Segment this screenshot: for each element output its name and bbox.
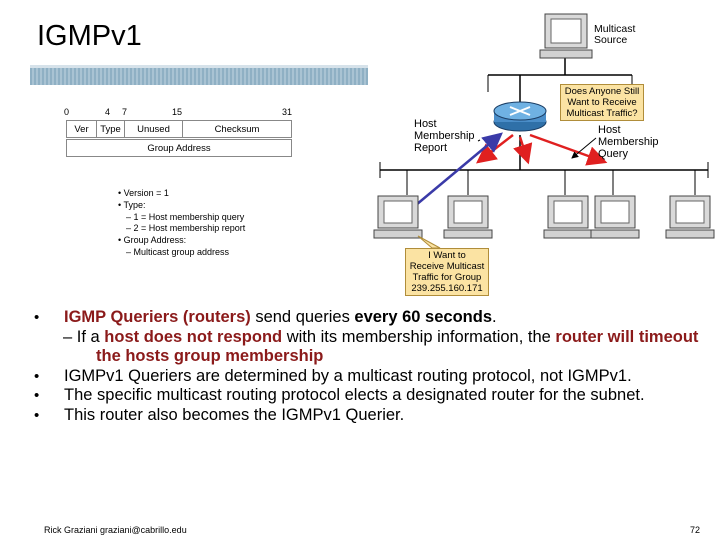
network-svg	[373, 13, 715, 249]
title-band-top	[30, 65, 368, 69]
legend-line: • Group Address:	[118, 235, 187, 246]
bullet-dot: •	[34, 387, 40, 404]
host-report-label: Host Membership Report	[414, 118, 475, 154]
bit-number: 7	[122, 107, 128, 117]
multicast-source-computer	[539, 13, 593, 59]
host-computer	[443, 195, 493, 239]
bullet-list: •IGMP Queriers (routers) send queries ev…	[34, 308, 714, 425]
bullet-item: •IGMPv1 Queriers are determined by a mul…	[34, 366, 632, 385]
router-icon	[493, 101, 547, 132]
bullet-dot: •	[34, 406, 40, 424]
network-diagram: Multicast Source Does Anyone Still Want …	[370, 10, 720, 300]
field-legend: • Version = 1 • Type: – 1 = Host members…	[118, 188, 245, 259]
bullet-item: •IGMP Queriers (routers) send queries ev…	[34, 308, 497, 326]
page-number: 72	[690, 525, 701, 535]
host-computer	[590, 195, 640, 239]
legend-line: – 2 = Host membership report	[126, 223, 246, 234]
title-band	[30, 68, 368, 85]
query-callout: Does Anyone Still Want to Receive Multic…	[560, 84, 644, 121]
footer-author: Rick Graziani graziani@cabrillo.edu	[44, 525, 187, 535]
bullet-item: •This router also becomes the IGMPv1 Que…	[34, 405, 405, 424]
packet-header-row: Ver Type Unused Checksum	[66, 120, 292, 138]
bullet-dot: •	[34, 367, 40, 385]
field-ver: Ver	[67, 121, 97, 137]
host-computer	[543, 195, 593, 239]
multicast-source-label: Multicast Source	[594, 23, 636, 46]
sub-bullet-item: – If a host does not respond with its me…	[63, 327, 699, 366]
page-title: IGMPv1	[37, 20, 142, 52]
legend-line: • Type:	[118, 199, 146, 210]
legend-line: – Multicast group address	[126, 246, 230, 257]
packet-group-row: Group Address	[66, 139, 292, 157]
bullet-dot: •	[34, 309, 40, 326]
host-computer	[665, 195, 715, 239]
bit-number: 31	[282, 107, 293, 117]
legend-line: – 1 = Host membership query	[126, 211, 245, 222]
report-callout: I Want to Receive Multicast Traffic for …	[405, 248, 489, 296]
legend-line: • Version = 1	[118, 188, 169, 198]
host-computer	[373, 195, 423, 239]
bit-number: 4	[105, 107, 111, 117]
field-type: Type	[97, 121, 125, 137]
field-checksum: Checksum	[214, 123, 260, 135]
bit-number: 0	[64, 107, 70, 117]
bit-number: 15	[172, 107, 183, 117]
bullet-item: •The specific multicast routing protocol…	[34, 386, 645, 404]
field-group-address: Group Address	[147, 142, 211, 154]
host-query-label: Host Membership Query	[598, 124, 659, 160]
field-unused: Unused	[125, 121, 183, 137]
packet-format: 0 4 7 15 31 Ver Type Unused Checksum Gro…	[64, 107, 292, 160]
